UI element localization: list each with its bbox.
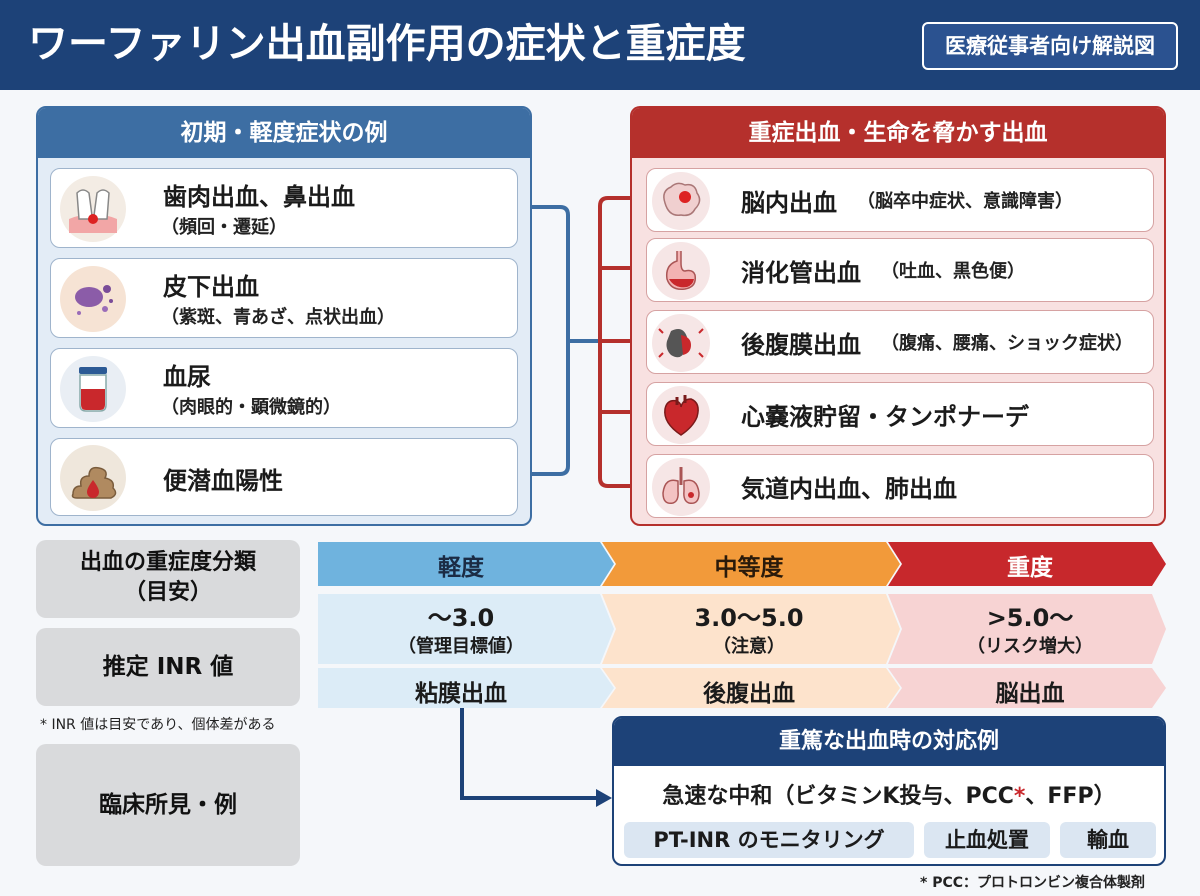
response-arrowhead <box>596 789 612 807</box>
urine-cup-icon <box>59 355 127 423</box>
chevron-moderate <box>602 542 900 586</box>
list-item-tamponade: 心嚢液貯留・タンポナーデ <box>646 382 1154 446</box>
findings-label: 臨床所見・例 <box>99 792 237 818</box>
row-label-inr: 推定 INR 値 <box>36 628 300 706</box>
list-item-gi-bleeding: 消化管出血 （吐血、黒色便） <box>646 238 1154 302</box>
item-sub: （脳卒中症状、意識障害） <box>857 191 1073 212</box>
list-item-bruise: 皮下出血 （紫斑、青あざ、点状出血） <box>50 258 518 338</box>
item-main: 心嚢液貯留・タンポナーデ <box>741 403 1029 431</box>
level-mild-name: 軽度 <box>438 555 484 581</box>
chevron-severe <box>888 542 1166 586</box>
response-main-suffix: 、FFP） <box>1025 784 1116 809</box>
response-main-prefix: 急速な中和（ビタミンK投与、PCC <box>662 784 1014 809</box>
pill-transfusion: 輸血 <box>1060 822 1156 858</box>
item-sub: （肉眼的・顕微鏡的） <box>161 397 341 418</box>
level-moderate-inr-note: （注意） <box>713 636 785 657</box>
list-item-hematuria: 血尿 （肉眼的・顕微鏡的） <box>50 348 518 428</box>
level-moderate-name: 中等度 <box>714 555 784 581</box>
inr-label: 推定 INR 値 <box>102 654 234 680</box>
level-severe-finding: 脳出血 <box>995 681 1065 707</box>
item-sub: （腹痛、腰痛、ショック症状） <box>881 333 1133 354</box>
classification-label: 出血の重症度分類 （目安） <box>79 550 256 605</box>
row-label-findings: 臨床所見・例 <box>36 744 300 866</box>
level-severe-name: 重度 <box>1007 555 1053 581</box>
level-severe-inr: >5.0～ <box>986 604 1074 632</box>
list-item-gum-bleeding: 歯肉出血、鼻出血 （頻回・遷延） <box>50 168 518 248</box>
tooth-icon <box>59 175 127 243</box>
pill-hemostasis: 止血処置 <box>924 822 1050 858</box>
item-main: 便潜血陽性 <box>163 467 283 495</box>
page-title: ワーファリン出血副作用の症状と重症度 <box>28 21 746 67</box>
kidney-icon <box>651 313 711 373</box>
response-main: 急速な中和（ビタミンK投与、PCC*、FFP） <box>614 778 1164 810</box>
inr-note: * INR 値は目安であり、個体差がある <box>40 717 276 733</box>
heart-icon <box>651 385 711 445</box>
item-main: 消化管出血 <box>741 259 861 287</box>
item-sub: （頻回・遷延） <box>161 217 287 238</box>
item-main: 血尿 <box>163 363 211 391</box>
level-severe-inr-note: （リスク増大） <box>967 636 1093 657</box>
mild-symptoms-panel: 初期・軽度症状の例 歯肉出血、鼻出血 （頻回・遷延） 皮下出血 （紫斑、青あざ、… <box>36 106 532 526</box>
inr-cell-severe <box>888 594 1166 664</box>
item-sub: （紫斑、青あざ、点状出血） <box>161 307 395 328</box>
response-box: 重篤な出血時の対応例 急速な中和（ビタミンK投与、PCC*、FFP） PT-IN… <box>612 716 1166 866</box>
pill-inr-monitoring: PT-INR のモニタリング <box>624 822 914 858</box>
item-main: 気道内出血、肺出血 <box>741 475 957 503</box>
finding-cell-severe <box>888 668 1166 708</box>
stool-icon <box>59 444 127 512</box>
level-mild-inr-note: （管理目標値） <box>398 636 524 657</box>
item-main: 歯肉出血、鼻出血 <box>163 183 355 211</box>
level-mild-inr: ～3.0 <box>427 604 495 632</box>
inr-cell-moderate <box>602 594 900 664</box>
list-item-intracerebral: 脳内出血 （脳卒中症状、意識障害） <box>646 168 1154 232</box>
level-moderate-inr: 3.0～5.0 <box>694 604 804 632</box>
item-main: 後腹膜出血 <box>741 331 861 359</box>
mild-panel-title: 初期・軽度症状の例 <box>38 108 530 158</box>
item-main: 皮下出血 <box>163 273 259 301</box>
response-arrow <box>460 708 596 800</box>
finding-cell-mild <box>318 668 614 708</box>
bruise-icon <box>59 265 127 333</box>
lungs-icon <box>651 457 711 517</box>
response-main-star: * <box>1013 784 1026 809</box>
level-moderate-finding: 後腹出血 <box>703 681 795 707</box>
inr-cell-mild <box>318 594 614 664</box>
list-item-pulmonary: 気道内出血、肺出血 <box>646 454 1154 518</box>
item-main: 脳内出血 <box>741 189 837 217</box>
audience-badge: 医療従事者向け解説図 <box>922 22 1178 70</box>
brain-icon <box>651 171 711 231</box>
level-mild-finding: 粘膜出血 <box>415 681 507 707</box>
list-item-retroperitoneal: 後腹膜出血 （腹痛、腰痛、ショック症状） <box>646 310 1154 374</box>
finding-cell-moderate <box>602 668 900 708</box>
pcc-footnote: * PCC：プロトロンビン複合体製剤 <box>920 875 1146 891</box>
chevron-mild <box>318 542 614 586</box>
list-item-occult-blood: 便潜血陽性 <box>50 438 518 516</box>
response-title: 重篤な出血時の対応例 <box>614 718 1164 766</box>
row-label-classification: 出血の重症度分類 （目安） <box>36 540 300 618</box>
stomach-icon <box>651 241 711 301</box>
severe-bleeding-panel: 重症出血・生命を脅かす出血 脳内出血 （脳卒中症状、意識障害） 消化管出血 （吐… <box>630 106 1166 526</box>
severity-chevrons <box>318 542 1166 708</box>
severe-panel-title: 重症出血・生命を脅かす出血 <box>632 108 1164 158</box>
item-sub: （吐血、黒色便） <box>881 261 1025 282</box>
